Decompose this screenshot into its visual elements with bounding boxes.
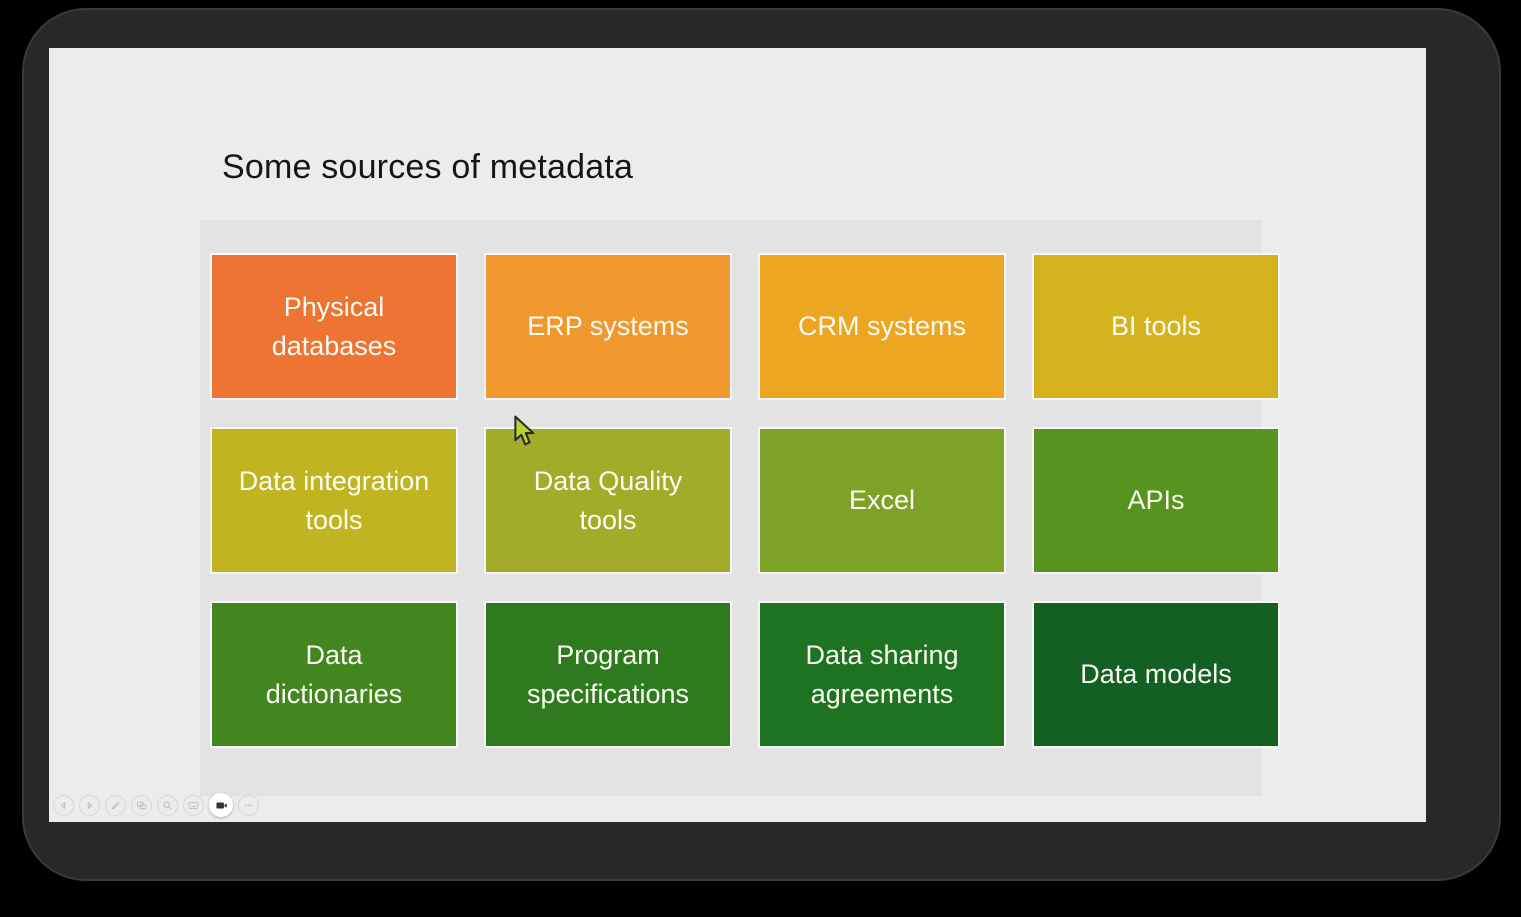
- source-box: ERP systems: [484, 253, 732, 400]
- source-box-label: Data dictionaries: [265, 640, 403, 709]
- source-box: BI tools: [1032, 253, 1280, 400]
- captions-icon[interactable]: [183, 794, 204, 816]
- source-box: APIs: [1032, 427, 1280, 574]
- previous-slide-icon[interactable]: [53, 794, 74, 816]
- source-box-label: Program specifications: [526, 640, 690, 709]
- sources-grid: Physical databases ERP systems CRM syste…: [210, 253, 1280, 748]
- source-box-label: CRM systems: [798, 311, 966, 342]
- source-box-label: Data Quality tools: [533, 466, 683, 535]
- source-box-label: Excel: [848, 485, 916, 516]
- source-box: Data Quality tools: [484, 427, 732, 574]
- camera-icon[interactable]: [209, 793, 233, 817]
- next-slide-icon[interactable]: [79, 794, 100, 816]
- source-box: Physical databases: [210, 253, 458, 400]
- source-box-label: Data models: [1080, 659, 1232, 690]
- source-box: CRM systems: [758, 253, 1006, 400]
- zoom-icon[interactable]: [157, 794, 178, 816]
- source-box: Data dictionaries: [210, 601, 458, 748]
- slideshow-toolbar: [53, 793, 259, 817]
- slide-title: Some sources of metadata: [222, 148, 634, 186]
- source-box-label: Data integration tools: [238, 466, 430, 535]
- source-box-label: BI tools: [1110, 311, 1202, 342]
- source-box-label: Data sharing agreements: [805, 640, 959, 709]
- source-box: Data integration tools: [210, 427, 458, 574]
- source-box: Program specifications: [484, 601, 732, 748]
- source-box-label: APIs: [1127, 485, 1185, 516]
- source-box-label: Physical databases: [271, 292, 397, 361]
- presentation-slide: Some sources of metadata Physical databa…: [49, 48, 1426, 822]
- source-box: Excel: [758, 427, 1006, 574]
- source-box: Data sharing agreements: [758, 601, 1006, 748]
- source-box: Data models: [1032, 601, 1280, 748]
- pen-icon[interactable]: [105, 794, 126, 816]
- all-slides-icon[interactable]: [131, 794, 152, 816]
- more-options-icon[interactable]: [238, 794, 259, 816]
- source-box-label: ERP systems: [527, 311, 689, 342]
